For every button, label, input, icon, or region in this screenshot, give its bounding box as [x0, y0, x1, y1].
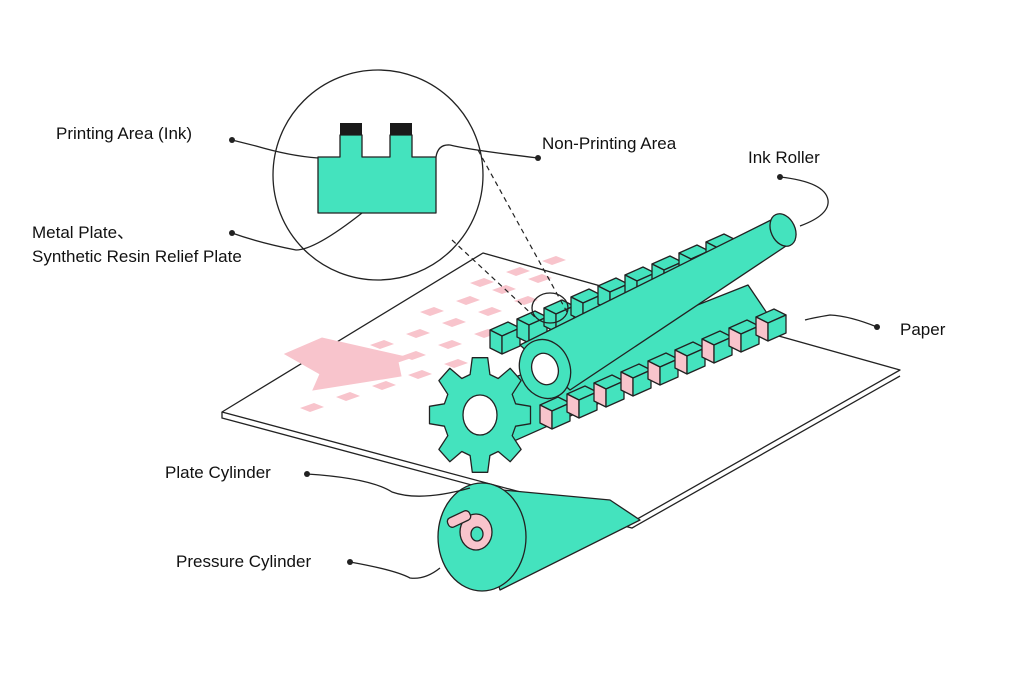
label-non-printing-area: Non-Printing Area [542, 134, 677, 153]
cylinder-tooth [674, 341, 706, 375]
paper-thickness [221, 375, 901, 529]
label-resin-relief-plate: Synthetic Resin Relief Plate [32, 247, 242, 266]
printed-mark [470, 278, 494, 287]
printed-mark [372, 381, 396, 390]
magnified-detail [272, 69, 569, 324]
printed-mark [542, 256, 566, 265]
cylinder-tooth [755, 308, 787, 342]
label-pressure-cylinder: Pressure Cylinder [176, 552, 311, 571]
leader-lines [229, 137, 880, 579]
label-ink-roller: Ink Roller [748, 148, 820, 167]
cylinder-tooth [701, 330, 733, 364]
printed-mark [420, 307, 444, 316]
printed-mark [506, 267, 530, 276]
paper-direction-arrow [283, 337, 412, 391]
printed-mark [456, 296, 480, 305]
label-paper: Paper [900, 320, 946, 339]
printed-mark [370, 340, 394, 349]
label-metal-plate: Metal Plate、 [32, 223, 134, 242]
label-printing-area: Printing Area (Ink) [56, 124, 192, 143]
printed-mark [528, 274, 552, 283]
printed-mark [438, 340, 462, 349]
ink-roller [518, 213, 797, 400]
cylinder-tooth [593, 374, 625, 408]
label-plate-cylinder: Plate Cylinder [165, 463, 271, 482]
ink-layer-left [340, 123, 362, 135]
printed-mark [408, 370, 432, 379]
ink-layer-right [390, 123, 412, 135]
printed-mark [406, 329, 430, 338]
cylinder-tooth [566, 385, 598, 419]
printed-mark [336, 392, 360, 401]
cylinder-tooth [620, 363, 652, 397]
cylinder-tooth [728, 319, 760, 353]
printed-mark [442, 318, 466, 327]
printed-mark [444, 359, 468, 368]
printed-mark [492, 285, 516, 294]
cylinder-tooth [647, 352, 679, 386]
printed-mark [300, 403, 324, 412]
plate-cylinder-gear [428, 357, 532, 473]
pressure-cylinder [437, 482, 641, 592]
printed-mark [478, 307, 502, 316]
plate-cylinder-teeth [489, 233, 787, 430]
